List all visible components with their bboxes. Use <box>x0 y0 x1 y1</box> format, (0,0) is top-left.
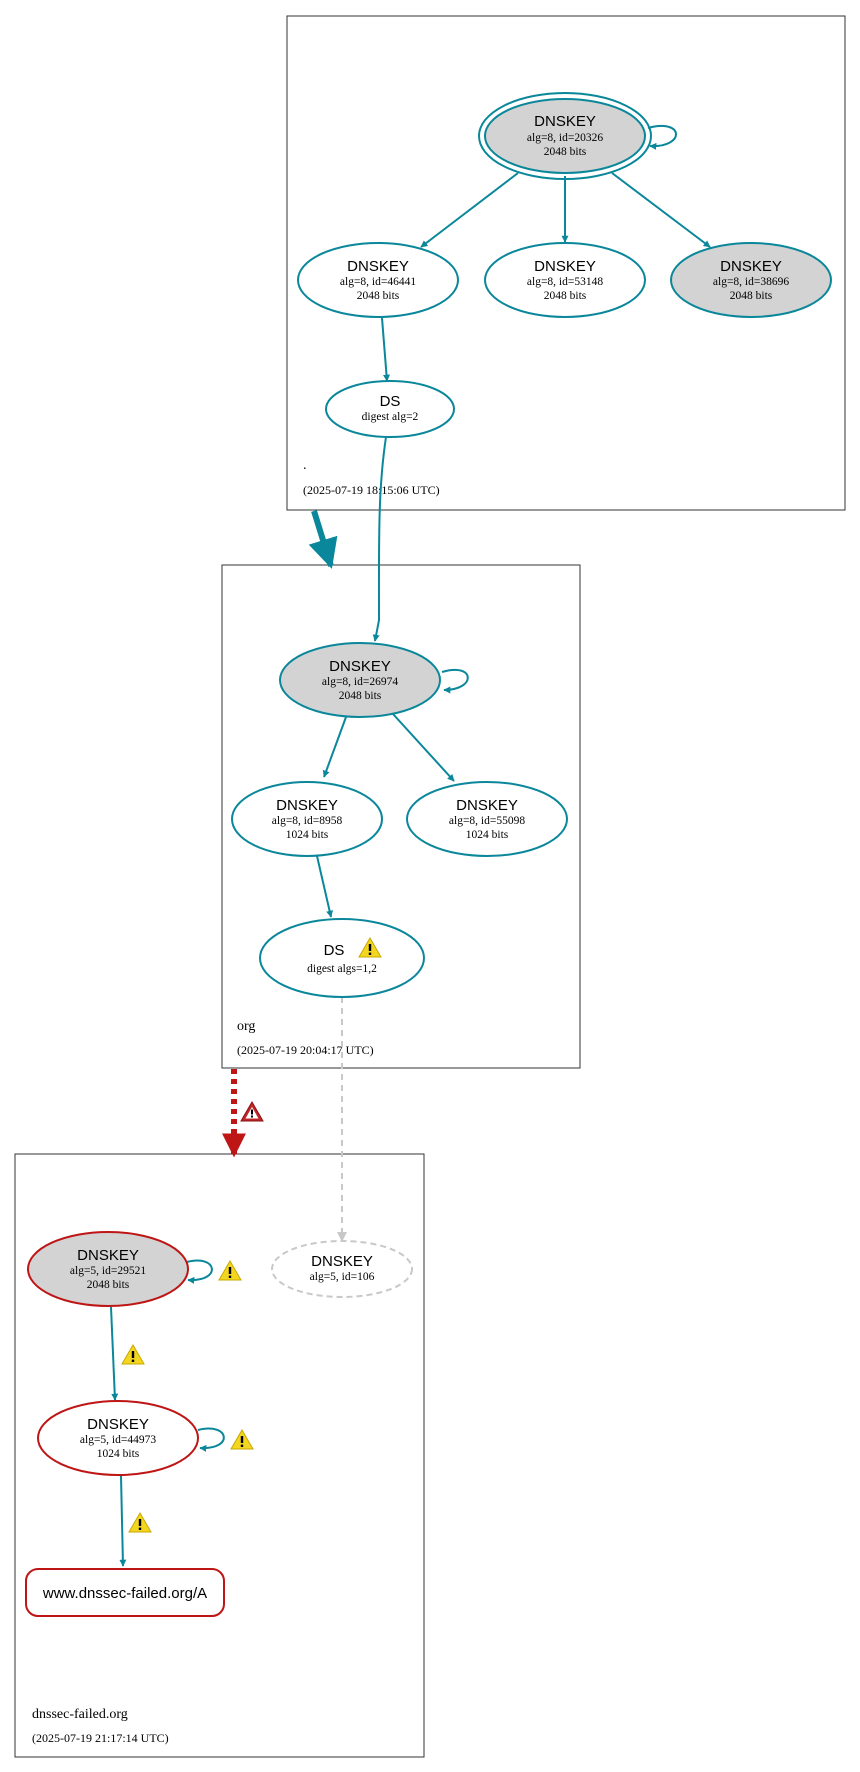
node-org-zsk2-line1: alg=8, id=55098 <box>449 815 525 827</box>
edges <box>110 125 711 1567</box>
node-root-zsk-46441[interactable]: DNSKEY alg=8, id=46441 2048 bits <box>297 242 459 318</box>
edge-failed-zsk-to-rr <box>119 1475 127 1567</box>
zone-root-time: (2025-07-19 18:15:06 UTC) <box>303 483 440 497</box>
zone-org: org (2025-07-19 20:04:17 UTC) <box>221 564 581 1069</box>
rrset-label: www.dnssec-failed.org/A <box>42 1585 207 1602</box>
node-root-zsk3-title: DNSKEY <box>720 258 782 275</box>
warning-icon[interactable] <box>121 1344 145 1365</box>
edge-failed-ksk-to-zsk <box>110 1306 119 1401</box>
zone-failed-time: (2025-07-19 21:17:14 UTC) <box>32 1731 169 1745</box>
error-icon[interactable] <box>240 1101 264 1122</box>
node-org-zsk1-title: DNSKEY <box>276 797 338 814</box>
selfloop-org-ksk <box>441 669 469 694</box>
node-root-zsk-53148[interactable]: DNSKEY alg=8, id=53148 2048 bits <box>484 242 646 318</box>
zone-dnssec-failed: dnssec-failed.org (2025-07-19 21:17:14 U… <box>14 1153 425 1758</box>
node-org-ds[interactable]: DS digest algs=1,2 <box>259 918 425 998</box>
node-failed-missing-dnskey[interactable]: DNSKEY alg=5, id=106 <box>271 1240 413 1298</box>
node-root-zsk1-title: DNSKEY <box>347 258 409 275</box>
node-failed-zsk-title: DNSKEY <box>87 1416 149 1433</box>
edge-root-ds-to-org-ksk <box>372 436 387 642</box>
node-root-zsk3-line2: 2048 bits <box>730 290 773 302</box>
node-org-ksk[interactable]: DNSKEY alg=8, id=26974 2048 bits <box>279 642 441 718</box>
node-failed-ksk-line2: 2048 bits <box>87 1279 130 1291</box>
warning-icon[interactable] <box>128 1512 152 1533</box>
node-root-zsk1-line2: 2048 bits <box>357 290 400 302</box>
node-root-zsk3-line1: alg=8, id=38696 <box>713 276 789 288</box>
node-org-zsk2-line2: 1024 bits <box>466 829 509 841</box>
node-failed-zsk[interactable]: DNSKEY alg=5, id=44973 1024 bits <box>37 1400 199 1476</box>
selfloop-failed-zsk <box>197 1427 225 1452</box>
node-root-zsk-38696[interactable]: DNSKEY alg=8, id=38696 2048 bits <box>670 242 832 318</box>
node-root-zsk2-line2: 2048 bits <box>544 290 587 302</box>
edge-root-zsk1-to-ds <box>381 317 390 382</box>
node-root-zsk2-title: DNSKEY <box>534 258 596 275</box>
edge-root-ksk-to-zsk1 <box>420 172 519 248</box>
edge-org-ksk-to-zsk2 <box>392 713 455 782</box>
zone-root-name: . <box>303 458 307 473</box>
node-missing-title: DNSKEY <box>311 1253 373 1270</box>
node-root-ds-title: DS <box>380 393 401 410</box>
selfloop-failed-ksk <box>186 1259 213 1284</box>
node-root-zsk2-line1: alg=8, id=53148 <box>527 276 603 288</box>
zone-failed-name: dnssec-failed.org <box>32 1707 128 1722</box>
node-root-ksk-line2: 2048 bits <box>544 146 587 158</box>
node-org-ds-title: DS <box>324 942 345 959</box>
node-org-ksk-title: DNSKEY <box>329 658 391 675</box>
node-failed-ksk-title: DNSKEY <box>77 1247 139 1264</box>
node-org-ds-line1: digest algs=1,2 <box>307 963 377 975</box>
node-org-zsk-55098[interactable]: DNSKEY alg=8, id=55098 1024 bits <box>406 781 568 857</box>
node-root-ksk-line1: alg=8, id=20326 <box>527 132 603 144</box>
edge-org-ksk-to-zsk1 <box>322 716 347 778</box>
edge-delegation-root-to-org <box>308 510 338 569</box>
node-root-ds-line1: digest alg=2 <box>362 411 419 423</box>
node-root-ksk-title: DNSKEY <box>534 113 596 130</box>
warning-icon[interactable] <box>230 1429 254 1450</box>
node-root-ds[interactable]: DS digest alg=2 <box>325 380 455 438</box>
node-failed-zsk-line2: 1024 bits <box>97 1448 140 1460</box>
node-rrset-www-a[interactable]: www.dnssec-failed.org/A <box>25 1568 225 1617</box>
node-org-ksk-line2: 2048 bits <box>339 690 382 702</box>
zone-org-time: (2025-07-19 20:04:17 UTC) <box>237 1043 374 1057</box>
node-missing-line1: alg=5, id=106 <box>310 1271 375 1283</box>
node-org-zsk1-line1: alg=8, id=8958 <box>272 815 343 827</box>
zone-org-name: org <box>237 1019 255 1034</box>
warning-icon[interactable] <box>218 1260 242 1281</box>
node-root-zsk1-line1: alg=8, id=46441 <box>340 276 416 288</box>
node-failed-zsk-line1: alg=5, id=44973 <box>80 1434 156 1446</box>
node-failed-ksk-line1: alg=5, id=29521 <box>70 1265 146 1277</box>
node-org-zsk2-title: DNSKEY <box>456 797 518 814</box>
selfloop-root-ksk <box>647 125 677 150</box>
zone-root: . (2025-07-19 18:15:06 UTC) <box>286 15 846 511</box>
edge-org-zsk1-to-ds <box>316 855 334 918</box>
node-org-zsk1-line2: 1024 bits <box>286 829 329 841</box>
node-org-zsk-8958[interactable]: DNSKEY alg=8, id=8958 1024 bits <box>231 781 383 857</box>
node-failed-ksk[interactable]: DNSKEY alg=5, id=29521 2048 bits <box>27 1231 189 1307</box>
edge-root-ksk-to-zsk3 <box>611 172 711 248</box>
node-root-ksk[interactable]: DNSKEY alg=8, id=20326 2048 bits <box>478 92 652 180</box>
node-org-ksk-line1: alg=8, id=26974 <box>322 676 398 688</box>
